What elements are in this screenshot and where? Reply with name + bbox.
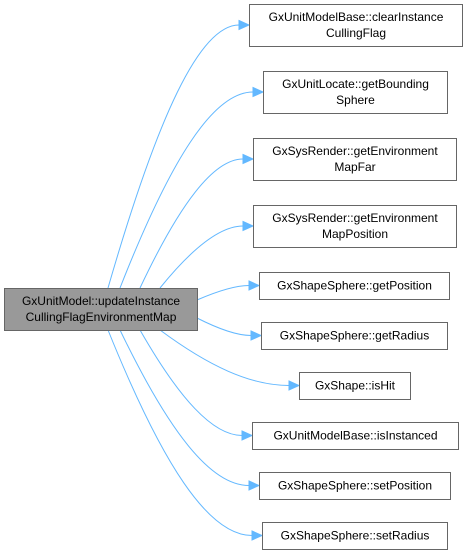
callee-node-gxunitmodelbase-isinstanced-label-line: GxUnitModelBase::isInstanced (273, 429, 437, 443)
callee-node-gxunitlocate-getboundingsphere-label-line: Sphere (336, 93, 375, 107)
call-edge-gxshapesphere-setradius-arrowhead (251, 530, 264, 541)
call-edge-gxshape-ishit-arrowhead (288, 380, 301, 391)
callee-node-gxshapesphere-getposition[interactable]: GxShapeSphere::getPosition (259, 272, 450, 300)
call-edge-gxshapesphere-setposition (119, 329, 261, 491)
callee-node-gxsysrender-getenvironmentmapposition-label-line: MapPosition (322, 227, 388, 241)
call-edge-gxshapesphere-setposition-arrowhead (248, 480, 261, 491)
call-edge-gxsysrender-getenvironmentmapfar (139, 153, 255, 289)
root-function-node-label-line: GxUnitModel::updateInstance (22, 294, 180, 308)
call-edge-gxunitmodelbase-isinstanced-line (139, 329, 243, 436)
call-edge-gxshapesphere-getradius (196, 317, 263, 341)
call-edge-gxunitmodelbase-isinstanced-arrowhead (241, 430, 254, 441)
call-edge-gxsysrender-getenvironmentmapfar-arrowhead (242, 153, 255, 165)
call-edges (107, 19, 301, 541)
callee-node-gxshapesphere-setradius[interactable]: GxShapeSphere::setRadius (262, 522, 448, 550)
root-function-node-box (4, 288, 198, 331)
callee-node-gxsysrender-getenvironmentmapfar-label-line: MapFar (334, 160, 375, 174)
call-edge-gxshapesphere-getposition-line (196, 285, 250, 301)
callee-node-gxshapesphere-setradius-box (262, 522, 448, 550)
callee-node-gxunitlocate-getboundingsphere-label-line: GxUnitLocate::getBounding (282, 77, 429, 91)
call-edge-gxshapesphere-setradius (107, 329, 264, 541)
callee-node-gxshapesphere-getposition-box (259, 272, 450, 300)
call-edge-gxunitmodelbase-isinstanced (139, 329, 254, 441)
call-nodes: GxUnitModel::updateInstanceCullingFlagEn… (4, 4, 463, 550)
call-edge-gxunitlocate-getboundingsphere (119, 86, 265, 289)
call-edge-gxunitmodelbase-clearinstancecullingflag-arrowhead (238, 19, 251, 31)
root-function-node[interactable]: GxUnitModel::updateInstanceCullingFlagEn… (4, 288, 198, 331)
call-edge-gxshapesphere-setposition-line (119, 329, 250, 486)
callee-node-gxshape-ishit-label-line: GxShape::isHit (315, 379, 396, 393)
callee-node-gxshapesphere-setposition-box (259, 472, 451, 500)
call-edge-gxshapesphere-setradius-line (107, 329, 253, 536)
call-edge-gxshapesphere-getradius-arrowhead (250, 330, 263, 341)
callee-node-gxshapesphere-getposition-label-line: GxShapeSphere::getPosition (277, 279, 432, 293)
call-edge-gxsysrender-getenvironmentmapfar-line (139, 158, 244, 289)
callee-node-gxshape-ishit[interactable]: GxShape::isHit (299, 372, 411, 400)
callee-node-gxshapesphere-getradius-box (261, 322, 448, 350)
call-edge-gxunitlocate-getboundingsphere-arrowhead (252, 86, 265, 98)
callee-node-gxshape-ishit-box (299, 372, 411, 400)
callee-node-gxsysrender-getenvironmentmapposition-box (253, 205, 457, 248)
callee-node-gxshapesphere-setposition[interactable]: GxShapeSphere::setPosition (259, 472, 451, 500)
call-edge-gxunitmodelbase-clearinstancecullingflag (107, 19, 251, 289)
callee-node-gxshapesphere-setposition-label-line: GxShapeSphere::setPosition (278, 479, 432, 493)
root-function-node-label-line: CullingFlagEnvironmentMap (26, 310, 177, 324)
call-edge-gxshape-ishit-line (159, 329, 290, 386)
call-edge-gxunitlocate-getboundingsphere-line (119, 91, 254, 289)
callee-node-gxsysrender-getenvironmentmapfar-box (253, 138, 457, 181)
call-edge-gxsysrender-getenvironmentmapposition-line (159, 225, 244, 289)
call-edge-gxshape-ishit (159, 329, 301, 391)
callee-node-gxunitmodelbase-clearinstancecullingflag[interactable]: GxUnitModelBase::clearInstanceCullingFla… (249, 4, 463, 47)
callee-node-gxunitmodelbase-clearinstancecullingflag-label-line: CullingFlag (326, 26, 386, 40)
callee-node-gxshapesphere-getradius[interactable]: GxShapeSphere::getRadius (261, 322, 448, 350)
call-edge-gxsysrender-getenvironmentmapposition (159, 220, 255, 289)
callee-node-gxunitlocate-getboundingsphere-box (263, 71, 448, 114)
call-edge-gxsysrender-getenvironmentmapposition-arrowhead (242, 220, 255, 232)
callee-node-gxunitmodelbase-isinstanced[interactable]: GxUnitModelBase::isInstanced (252, 422, 459, 450)
call-edge-gxshapesphere-getradius-line (196, 317, 252, 336)
callee-node-gxshapesphere-getradius-label-line: GxShapeSphere::getRadius (280, 329, 429, 343)
call-edge-gxunitmodelbase-clearinstancecullingflag-line (107, 24, 240, 289)
callee-node-gxsysrender-getenvironmentmapposition-label-line: GxSysRender::getEnvironment (272, 211, 438, 225)
callee-node-gxunitmodelbase-clearinstancecullingflag-label-line: GxUnitModelBase::clearInstance (269, 10, 444, 24)
call-edge-gxshapesphere-getposition-arrowhead (248, 280, 261, 291)
callee-node-gxunitmodelbase-isinstanced-box (252, 422, 459, 450)
callee-node-gxsysrender-getenvironmentmapfar-label-line: GxSysRender::getEnvironment (272, 144, 438, 158)
call-edge-gxshapesphere-getposition (196, 280, 261, 301)
callee-node-gxunitmodelbase-clearinstancecullingflag-box (249, 4, 463, 47)
callee-node-gxshapesphere-setradius-label-line: GxShapeSphere::setRadius (281, 529, 430, 543)
